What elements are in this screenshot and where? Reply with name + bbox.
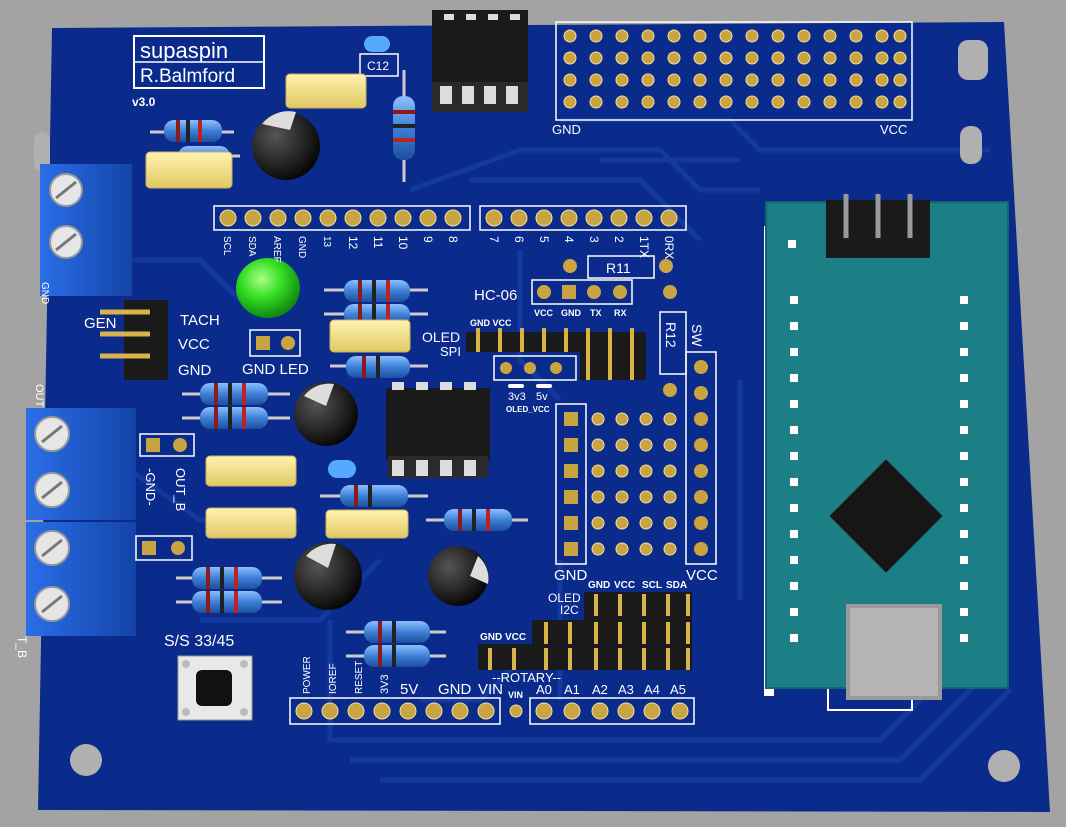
screw-terminals — [26, 164, 136, 636]
gnd-led-label: GND LED — [242, 361, 309, 378]
gnd-left-label: GND — [39, 282, 50, 304]
fan-header — [100, 300, 168, 380]
top-header — [213, 205, 687, 231]
spi-label: SPI — [440, 344, 461, 359]
proto-grid-top — [555, 21, 913, 121]
v3v3-label: 3v3 — [508, 391, 526, 403]
tach-label: TACH — [180, 312, 220, 329]
gnd-mid-label: -GND- — [143, 468, 158, 506]
hc06-pin: TX — [590, 308, 602, 318]
a4-label: A4 — [644, 682, 660, 697]
a3-label: A3 — [618, 682, 634, 697]
v5v-label: 5v — [536, 391, 548, 403]
spi-header — [466, 332, 646, 352]
spi-gnd-vcc: GND VCC — [470, 318, 512, 328]
rotary-label: --ROTARY-- — [492, 670, 561, 685]
brand-title: supaspin — [140, 38, 228, 63]
gen-label: GEN — [84, 315, 117, 332]
out-left-label: OUT — [33, 384, 45, 408]
gnd-left2-label: GND — [178, 362, 212, 379]
mounting-holes — [34, 40, 1020, 782]
a1-label: A1 — [564, 682, 580, 697]
hc06-pin: VCC — [534, 308, 554, 318]
vcc-grid-label: VCC — [686, 567, 718, 584]
i2c-gnd: GND — [588, 580, 610, 591]
green-led — [236, 258, 300, 318]
pin-label: SDA — [246, 236, 257, 257]
ic-middle — [386, 382, 490, 478]
i2c-sda: SDA — [666, 580, 687, 591]
pin-label: 13 — [321, 236, 332, 248]
rotary-gnd-vcc: GND VCC — [480, 632, 526, 643]
reset-label: RESET — [354, 661, 365, 694]
pin-label: 11 — [371, 236, 385, 249]
pin-label: 0RX — [662, 236, 676, 259]
pin-label: 12 — [346, 236, 360, 250]
top-header-labels: SCL SDA AREF GND 13 12 11 10 9 8 7 6 5 4… — [221, 236, 676, 263]
t-b-label: T_B — [15, 636, 29, 658]
pin-label: SCL — [221, 236, 232, 256]
a5-label: A5 — [670, 682, 686, 697]
a0-label: A0 — [536, 682, 552, 697]
proto-grid-middle — [555, 351, 717, 565]
r11-label: R11 — [606, 260, 631, 276]
electrolytic-capacitors — [252, 111, 489, 610]
a2-label: A2 — [592, 682, 608, 697]
i2c-scl: SCL — [642, 580, 662, 591]
pin-label: AREF — [271, 236, 282, 263]
ss-label: S/S 33/45 — [164, 633, 234, 650]
r12-label: R12 — [663, 322, 679, 348]
c12-label: C12 — [367, 59, 389, 73]
pin-label: 5 — [537, 236, 551, 243]
pin-label: 6 — [512, 236, 526, 243]
vcc-top-label: VCC — [880, 122, 907, 137]
hc06-pin: GND — [561, 308, 582, 318]
mcu-module — [764, 194, 1009, 711]
p3v3-label: 3V3 — [379, 674, 391, 694]
pin-label: 8 — [446, 236, 460, 243]
pin-label: 1TX — [637, 236, 651, 258]
hc06-label: HC-06 — [474, 287, 517, 304]
film-capacitors — [145, 73, 411, 539]
pvin2-label: VIN — [508, 690, 523, 700]
pin-label: 9 — [421, 236, 435, 243]
gnd-grid-label: GND — [554, 567, 588, 584]
ioref-label: IOREF — [328, 663, 339, 694]
out-b-label: OUT_B — [173, 468, 188, 511]
pin-label: GND — [296, 236, 307, 258]
version-label: v3.0 — [132, 95, 156, 109]
tactile-switch[interactable] — [177, 655, 253, 721]
capacitor-small — [328, 460, 356, 478]
sw-label: SW — [689, 324, 705, 347]
pin-label: 3 — [587, 236, 601, 243]
pin-label: 7 — [487, 236, 501, 243]
gnd-top-label: GND — [552, 122, 581, 137]
oled-i2c-label: OLED — [548, 591, 581, 605]
vcc-left-label: VCC — [178, 336, 210, 353]
capacitor-c12 — [364, 36, 390, 52]
brand-author: R.Balmford — [140, 66, 235, 87]
bottom-header — [289, 697, 695, 725]
oled-spi-label: OLED — [422, 329, 460, 345]
p5v-label: 5V — [400, 681, 418, 698]
oled-vcc-label: OLED_VCC — [506, 405, 550, 414]
i2c-label: I2C — [560, 603, 579, 617]
power-label: POWER — [302, 656, 313, 694]
i2c-vcc: VCC — [614, 580, 635, 591]
hc06-pin: RX — [614, 308, 627, 318]
pin-label: 4 — [562, 236, 576, 243]
pgnd-label: GND — [438, 681, 472, 698]
pin-label: 2 — [612, 236, 626, 243]
pin-label: 10 — [396, 236, 410, 250]
ic-top — [432, 10, 528, 112]
i2c-header — [584, 592, 692, 670]
pvin-label: VIN — [478, 681, 503, 698]
